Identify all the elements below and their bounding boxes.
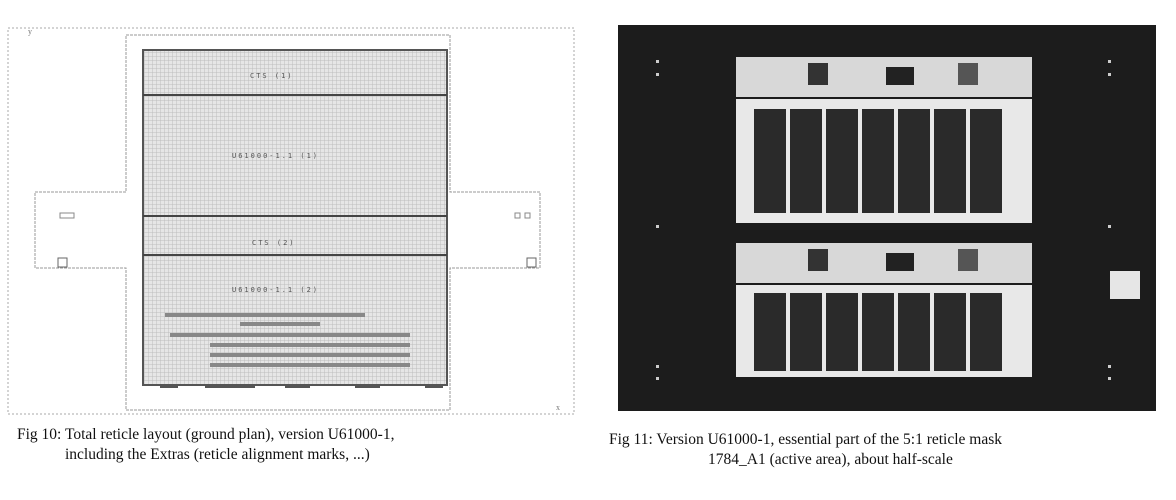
label-cts-2: CTS (2) (252, 239, 296, 247)
fig10-caption-line1: Fig 10: Total reticle layout (ground pla… (17, 426, 395, 443)
label-u61000-2: U61000-1.1 (2) (232, 286, 319, 294)
y-axis-label: y (28, 27, 32, 36)
label-cts-1: CTS (1) (250, 72, 294, 80)
figure-10-reticle-layout: y x CTS (1) U61000-1.1 (1) CTS (2) U6100… (7, 27, 575, 415)
label-u61000-1: U61000-1.1 (1) (232, 152, 319, 160)
fig11-caption: Fig 11: Version U61000-1, essential part… (609, 430, 1002, 470)
fig11-caption-line1: Fig 11: Version U61000-1, essential part… (609, 431, 1003, 448)
fig10-caption: Fig 10: Total reticle layout (ground pla… (17, 425, 394, 465)
figure-11-reticle-mask (618, 25, 1156, 411)
x-axis-label: x (556, 403, 560, 412)
fig11-caption-line2: 1784_A1 (active area), about half-scale (708, 451, 953, 468)
fig10-caption-line2: including the Extras (reticle alignment … (65, 446, 370, 463)
